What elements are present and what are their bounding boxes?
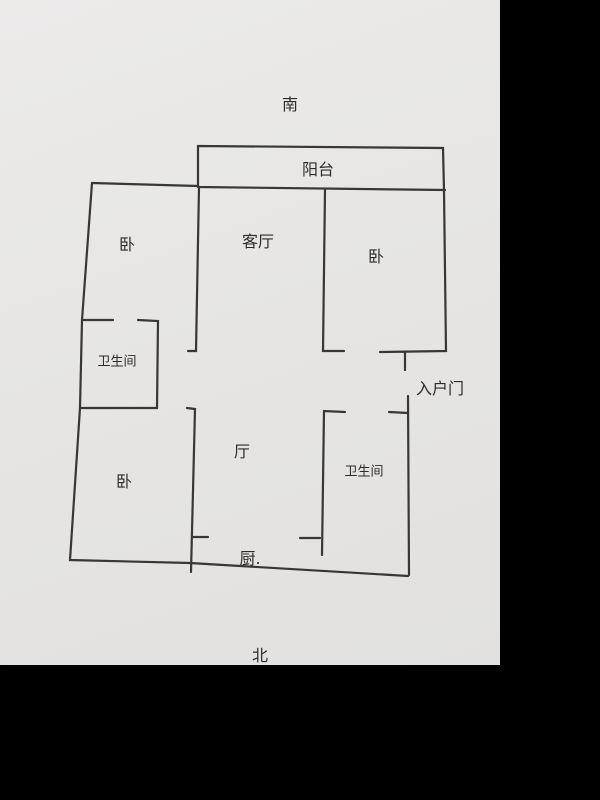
right-bathroom-walls	[298, 394, 411, 577]
living-left-wall	[186, 185, 201, 353]
kitchen-label: 厨.	[239, 549, 261, 568]
outer-top-wall	[90, 181, 200, 188]
living-room-label: 客厅	[241, 232, 275, 251]
bathroom-left-label: 卫生间	[97, 354, 137, 370]
balcony-outline	[196, 144, 447, 192]
hall-left-wall	[185, 406, 210, 574]
bathroom-right-label: 卫生间	[344, 464, 384, 480]
balcony-label: 阳台	[301, 160, 335, 179]
paper-sheet	[0, 0, 500, 665]
left-bathroom-walls	[78, 318, 160, 410]
outer-bottom-wall	[188, 561, 410, 578]
entrance-door-label: 入户门	[415, 379, 465, 398]
bedroom-right-label: 卧	[367, 247, 385, 266]
north-label: 北	[251, 646, 269, 665]
south-label: 南	[281, 95, 299, 114]
bedroom-bottom-left-label: 卧	[115, 472, 133, 491]
hall-label: 厅	[233, 442, 251, 461]
bedroom-top-left-label: 卧	[118, 235, 136, 254]
right-bedroom-walls	[321, 188, 448, 372]
